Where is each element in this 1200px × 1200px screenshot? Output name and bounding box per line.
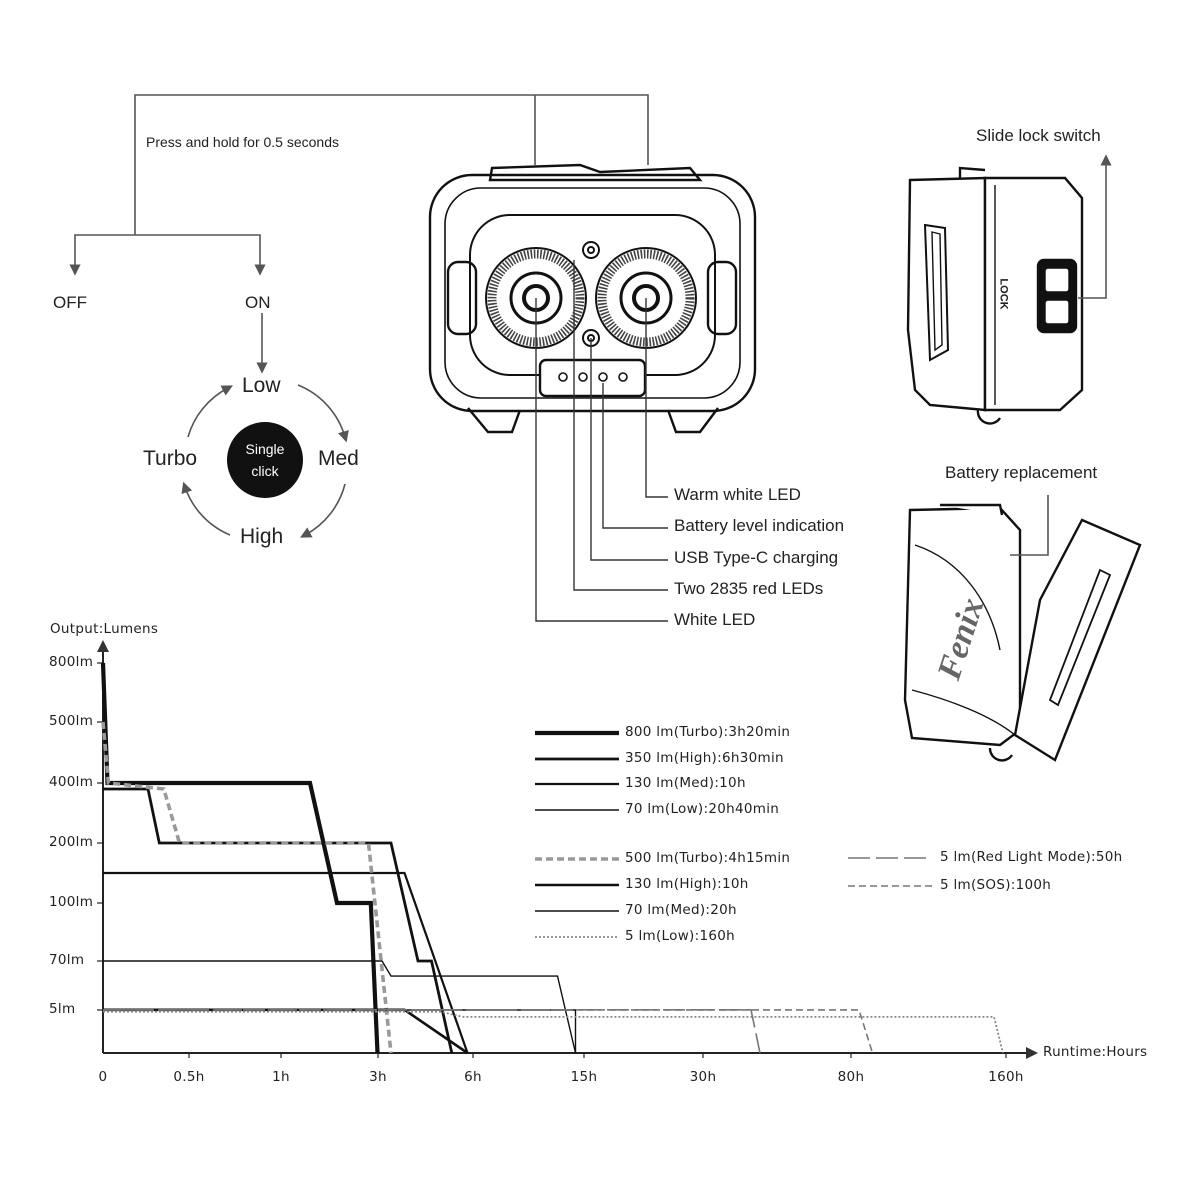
x-tick-label: 15h [570, 1069, 598, 1085]
x-tick-label: 160h [988, 1069, 1024, 1085]
lock-pointer [1078, 154, 1112, 299]
y-tick-label: 100lm [49, 894, 94, 910]
series-line-7 [103, 1010, 1004, 1054]
legend-label: 5 lm(SOS):100h [940, 877, 1052, 893]
callout-warm-white-led: Warm white LED [674, 485, 801, 504]
legend-label: 500 lm(Turbo):4h15min [625, 850, 791, 866]
single-click-button [227, 422, 303, 498]
callout-battery-level: Battery level indication [674, 516, 845, 535]
series-line-9 [103, 1009, 874, 1054]
y-tick-label: 70lm [49, 952, 85, 968]
legend-label: 70 lm(Low):20h40min [625, 801, 780, 817]
x-tick-label: 0 [98, 1069, 108, 1085]
series-line-4 [101, 721, 393, 1054]
y-tick-label: 5lm [49, 1001, 76, 1017]
legend-label: 800 lm(Turbo):3h20min [625, 724, 791, 740]
legend-label: 130 lm(High):10h [625, 876, 749, 892]
battery-replacement-label: Battery replacement [945, 463, 1098, 482]
legend-label: 70 lm(Med):20h [625, 902, 737, 918]
single-click-line2: click [251, 463, 279, 479]
ui-flow-lines [69, 94, 649, 538]
series-line-5 [103, 1008, 469, 1055]
series-line-8 [103, 1008, 761, 1054]
x-tick-label: 3h [369, 1069, 387, 1085]
x-tick-label: 30h [689, 1069, 717, 1085]
legend-label: 5 lm(Low):160h [625, 928, 735, 944]
single-click-line1: Single [245, 441, 285, 457]
slide-lock-label: Slide lock switch [976, 126, 1101, 145]
headlamp-battery-view [903, 503, 1142, 762]
y-tick-label: 500lm [49, 713, 94, 729]
mode-turbo: Turbo [143, 447, 198, 470]
x-tick-label: 6h [464, 1069, 482, 1085]
y-tick-label: 400lm [49, 774, 94, 790]
series-line-2 [103, 871, 469, 1054]
callout-white-led: White LED [674, 610, 756, 629]
series-line-0 [100, 662, 380, 1054]
callout-usb-c: USB Type-C charging [674, 548, 839, 567]
y-tick-label: 800lm [49, 654, 94, 670]
headlamp-front-view [428, 163, 757, 434]
callout-leader-lines [535, 260, 668, 622]
chart-xlabel: Runtime:Hours [1043, 1044, 1148, 1060]
battery-pointer [1010, 495, 1049, 556]
off-label: OFF [53, 293, 87, 312]
legend-label: 130 lm(Med):10h [625, 775, 746, 791]
lock-text: LOCK [997, 278, 1010, 310]
x-tick-label: 80h [837, 1069, 865, 1085]
chart-legend-lines [535, 730, 932, 938]
mode-med: Med [318, 447, 359, 470]
mode-high: High [240, 525, 284, 548]
x-tick-label: 0.5h [173, 1069, 205, 1085]
series-line-1 [103, 787, 454, 1054]
legend-label: 350 lm(High):6h30min [625, 750, 784, 766]
legend-label: 5 lm(Red Light Mode):50h [940, 849, 1123, 865]
indicator-dots [558, 372, 628, 382]
series-line-6 [103, 1009, 577, 1053]
instruction-text: Press and hold for 0.5 seconds [146, 134, 340, 150]
y-tick-label: 200lm [49, 834, 94, 850]
callout-red-leds: Two 2835 red LEDs [674, 579, 824, 598]
chart-series [100, 662, 1004, 1055]
chart-axes [97, 640, 1038, 1059]
on-label: ON [245, 293, 271, 312]
series-line-3 [103, 960, 577, 1054]
mode-low: Low [242, 374, 281, 397]
x-tick-label: 1h [272, 1069, 290, 1085]
chart-ylabel: Output:Lumens [50, 621, 159, 637]
headlamp-side-lock-view [906, 166, 1084, 425]
